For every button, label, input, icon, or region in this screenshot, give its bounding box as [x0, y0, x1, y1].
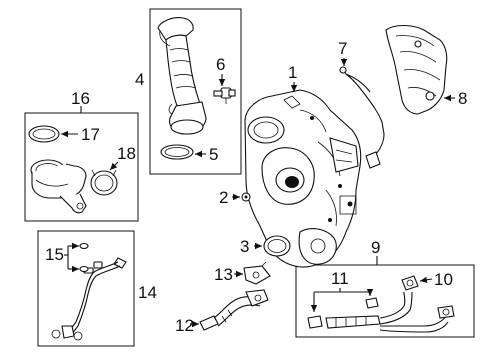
- callout-15: 15: [45, 245, 64, 264]
- intake-hose-part: [157, 17, 207, 135]
- callout-11: 11: [331, 269, 349, 288]
- callout-6: 6: [216, 55, 225, 74]
- group-box-9: [295, 264, 475, 338]
- washers-15-part: [79, 242, 89, 273]
- callout-5: 5: [209, 145, 218, 164]
- group-box-4: [149, 8, 242, 175]
- callout-16: 16: [71, 89, 90, 108]
- callout-9: 9: [371, 238, 380, 257]
- bolt-part: [241, 192, 251, 202]
- callout-7: 7: [338, 39, 347, 58]
- callout-1: 1: [288, 63, 297, 82]
- callout-12: 12: [175, 316, 194, 335]
- drain-hose-12-part: [199, 289, 269, 331]
- sensor-part: [213, 87, 236, 104]
- heat-shield-part: [385, 24, 448, 115]
- callout-2: 2: [219, 188, 228, 207]
- o-ring-5-part: [160, 144, 194, 160]
- callout-14: 14: [138, 283, 157, 302]
- callout-13: 13: [214, 265, 233, 284]
- gasket-3-part: [263, 235, 291, 257]
- callout-18: 18: [117, 144, 136, 163]
- coolant-line-9-part: [307, 275, 455, 333]
- callout-4: 4: [135, 70, 144, 89]
- callout-10: 10: [434, 270, 453, 289]
- flange-housing-part: [30, 159, 87, 214]
- seal-ring-17-part: [28, 125, 60, 143]
- oil-line-14-part: [51, 257, 127, 341]
- group-box-14: [37, 230, 135, 347]
- turbocharger-part: [244, 89, 362, 268]
- callout-17: 17: [81, 125, 100, 144]
- bracket-7-part: [339, 66, 385, 169]
- clamp-ring-18-part: [90, 169, 118, 196]
- callout-3: 3: [240, 237, 249, 256]
- callout-8: 8: [458, 89, 467, 108]
- fitting-13-part: [243, 261, 271, 285]
